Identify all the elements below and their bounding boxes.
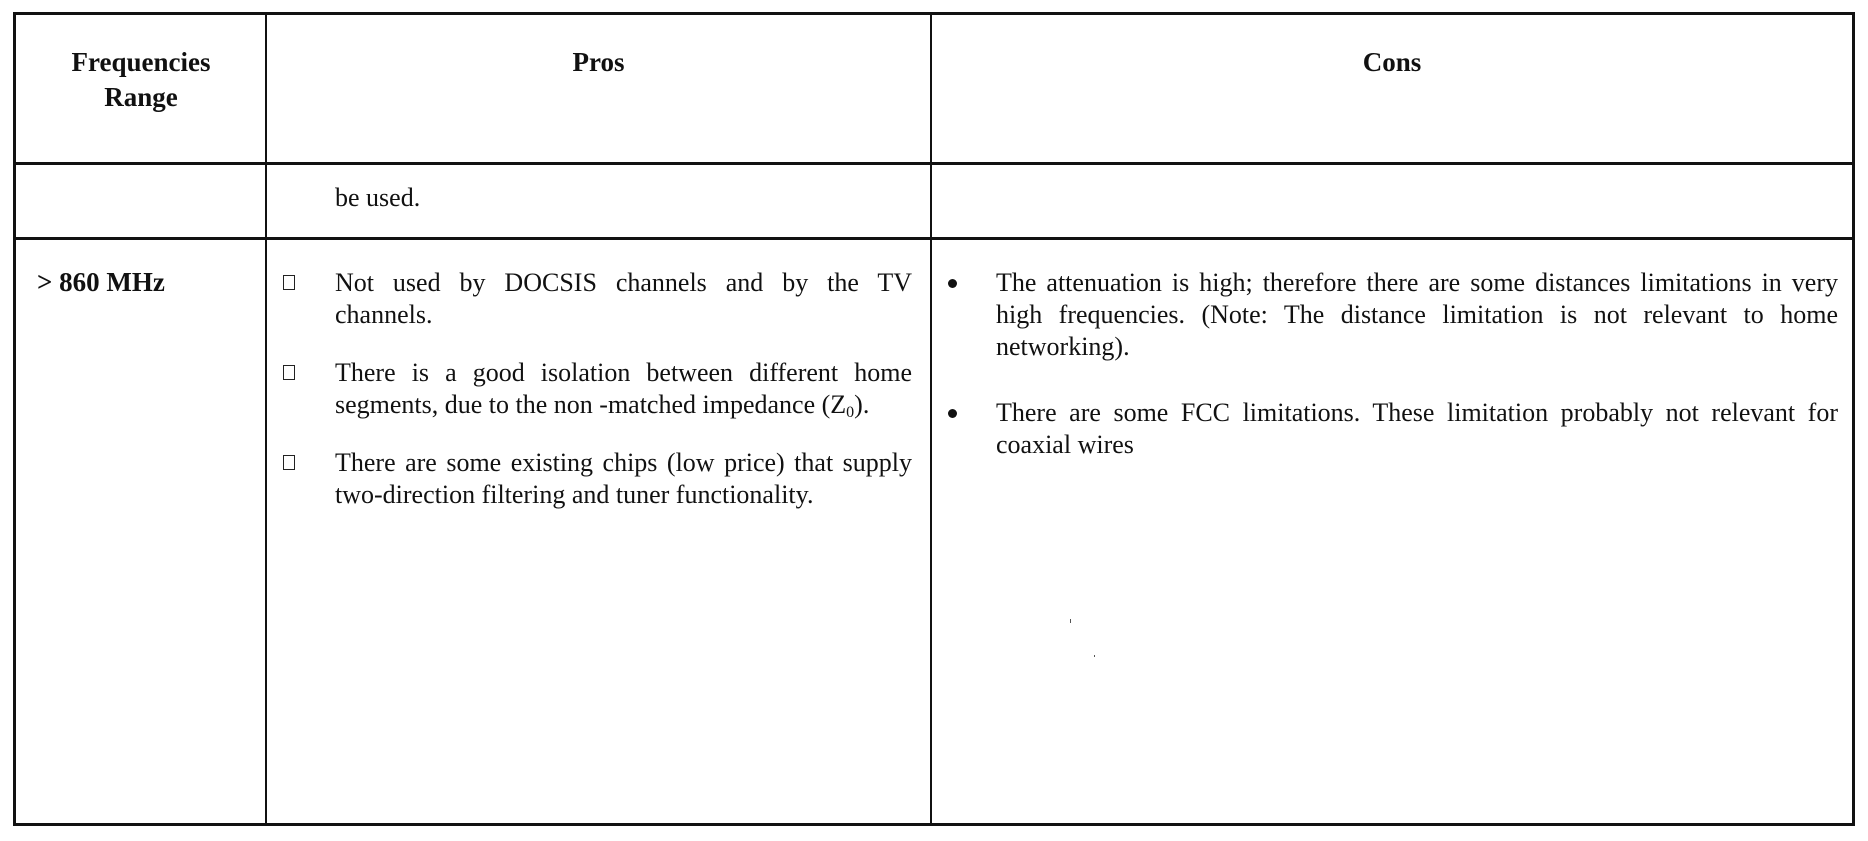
cons-item: There are some FCC limitations. These li… — [932, 397, 1838, 461]
pros-item: There is a good isolation between differ… — [267, 357, 912, 421]
checkbox-bullet-icon — [283, 365, 295, 380]
header-pros: Pros — [572, 47, 625, 77]
row-divider — [16, 162, 1852, 165]
frequency-range-value: > 860 MHz — [37, 267, 165, 297]
header-frequencies-line2: Range — [104, 82, 178, 112]
pros-item-text: Not used by DOCSIS channels and by the T… — [335, 268, 912, 329]
cons-list: The attenuation is high; therefore there… — [932, 240, 1852, 487]
header-frequencies-line1: Frequencies — [71, 47, 211, 77]
cons-item-text: The attenuation is high; therefore there… — [996, 268, 1838, 361]
header-cons: Cons — [1362, 47, 1422, 77]
column-divider — [930, 15, 932, 823]
pros-list: Not used by DOCSIS channels and by the T… — [267, 240, 930, 537]
column-divider — [265, 15, 267, 823]
cons-item: The attenuation is high; therefore there… — [932, 267, 1838, 363]
dot-bullet-icon — [948, 409, 957, 418]
checkbox-bullet-icon — [283, 455, 295, 470]
dot-bullet-icon — [948, 279, 957, 288]
pros-item: Not used by DOCSIS channels and by the T… — [267, 267, 912, 331]
pros-cons-table: Frequencies Range Pros Cons be used. > 8… — [13, 12, 1855, 826]
checkbox-bullet-icon — [283, 275, 295, 290]
pros-item: There are some existing chips (low price… — [267, 447, 912, 511]
header-frequencies-range: Frequencies Range — [16, 15, 266, 163]
scan-artifact — [1094, 655, 1095, 657]
row-divider — [16, 237, 1852, 240]
cons-item-text: There are some FCC limitations. These li… — [996, 398, 1838, 459]
continuation-pros-text: be used. — [335, 183, 421, 212]
pros-item-text: There is a good isolation between differ… — [335, 358, 912, 421]
scan-artifact — [1070, 619, 1071, 623]
pros-item-text: There are some existing chips (low price… — [335, 448, 912, 509]
